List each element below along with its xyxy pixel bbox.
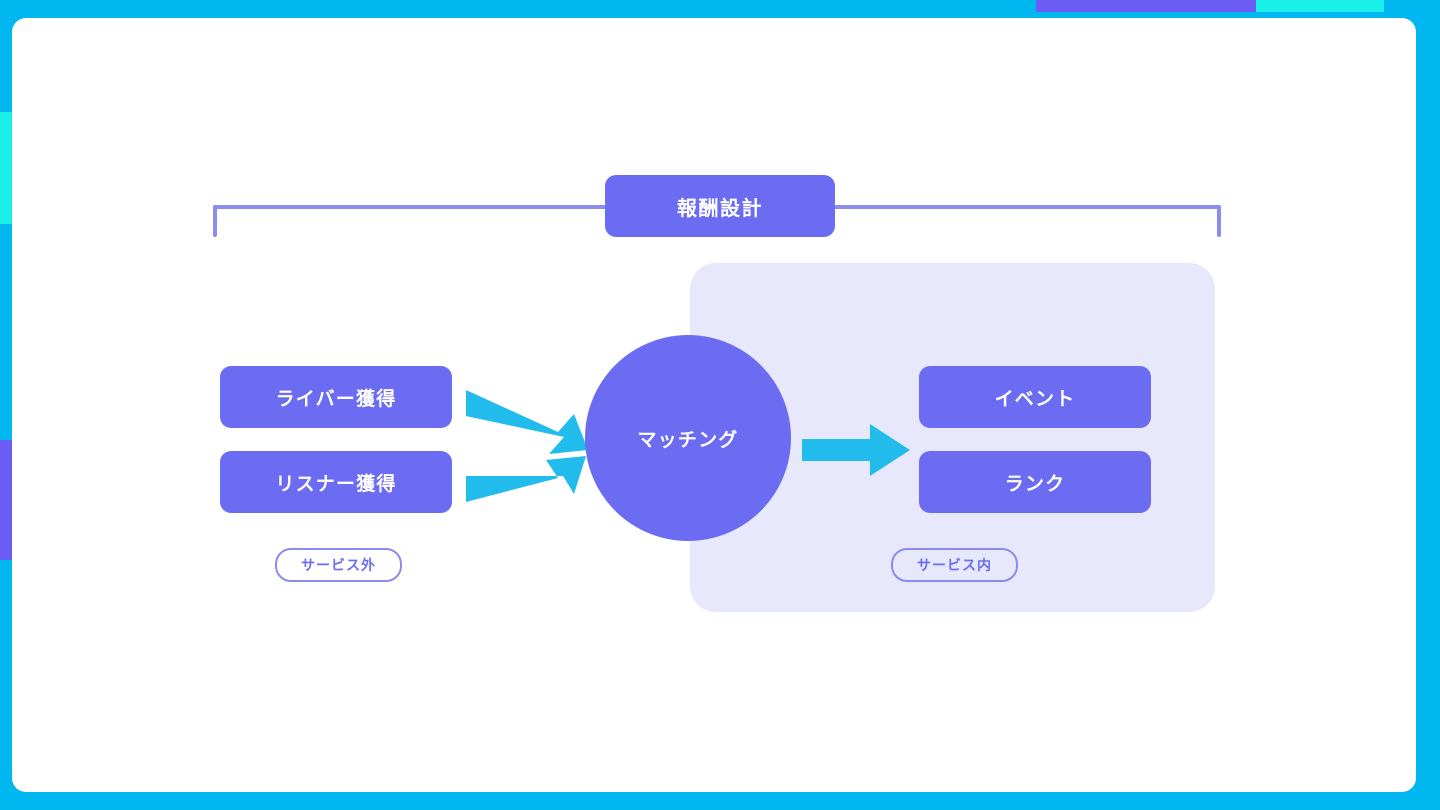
top-right-aqua-bar-segment — [1256, 0, 1384, 12]
box-listener-acquisition[interactable]: リスナー獲得 — [220, 451, 452, 513]
box-rank-label: ランク — [1004, 472, 1066, 495]
arrow-right-icon — [802, 424, 910, 476]
pill-inside-service-label: サービス内 — [917, 558, 992, 574]
box-liver-acquisition[interactable]: ライバー獲得 — [220, 366, 452, 428]
box-listener-acquisition-label: リスナー獲得 — [275, 472, 397, 495]
box-rank[interactable]: ランク — [919, 451, 1151, 513]
box-event-label: イベント — [994, 387, 1076, 410]
circle-matching-label: マッチング — [637, 428, 739, 451]
left-aqua-bar-segment — [0, 112, 12, 224]
left-violet-bar-segment — [0, 440, 12, 560]
reward-design-title-chip[interactable]: 報酬設計 — [605, 175, 835, 237]
converging-arrows-icon — [466, 390, 588, 502]
title-chip-label: 報酬設計 — [677, 195, 763, 220]
box-event[interactable]: イベント — [919, 366, 1151, 428]
pill-outside-service-label: サービス外 — [301, 558, 376, 574]
box-liver-acquisition-label: ライバー獲得 — [275, 387, 397, 410]
pill-outside-service: サービス外 — [275, 548, 402, 582]
circle-matching[interactable]: マッチング — [585, 335, 791, 541]
pill-inside-service: サービス内 — [891, 548, 1018, 582]
diagram-canvas: 報酬設計 ライバー獲得 リスナー獲得 マッチング イベント ランク — [12, 18, 1416, 792]
top-violet-bar-segment — [1036, 0, 1256, 12]
